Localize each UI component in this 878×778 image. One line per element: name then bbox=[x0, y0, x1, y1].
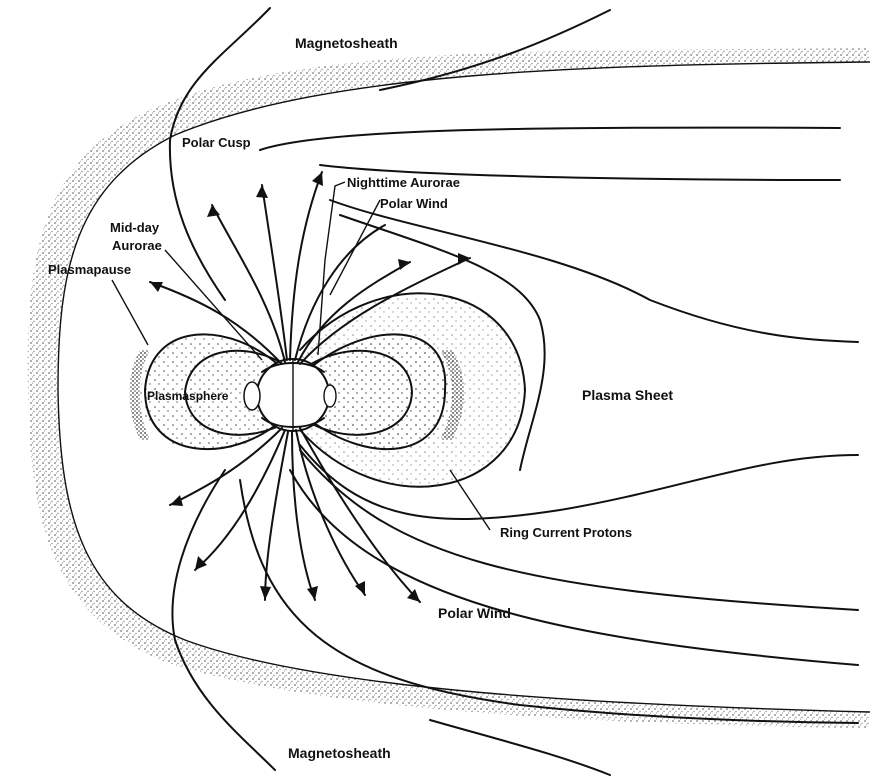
plasmasphere-label: Plasmasphere bbox=[147, 389, 229, 403]
bow-shock-bottom-right bbox=[430, 720, 610, 775]
polar-wind-top-label: Polar Wind bbox=[380, 196, 448, 211]
north-arrowheads bbox=[150, 172, 470, 292]
midday-aurorae-label-line1: Mid-day bbox=[110, 220, 160, 235]
polar-wind-bottom-label: Polar Wind bbox=[438, 605, 511, 621]
ring-current-protons-label: Ring Current Protons bbox=[500, 525, 632, 540]
bow-shock-top bbox=[170, 8, 270, 300]
plasma-sheet-label: Plasma Sheet bbox=[582, 387, 673, 403]
nighttime-aurorae-label: Nighttime Aurorae bbox=[347, 175, 460, 190]
magnetosheath-bottom-label: Magnetosheath bbox=[288, 745, 391, 761]
magnetosheath-top-label: Magnetosheath bbox=[295, 35, 398, 51]
plasmapause-label: Plasmapause bbox=[48, 262, 131, 277]
midday-aurorae-label-line2: Aurorae bbox=[112, 238, 162, 253]
bow-shock-bottom bbox=[172, 470, 275, 770]
polar-cusp-label: Polar Cusp bbox=[182, 135, 251, 150]
